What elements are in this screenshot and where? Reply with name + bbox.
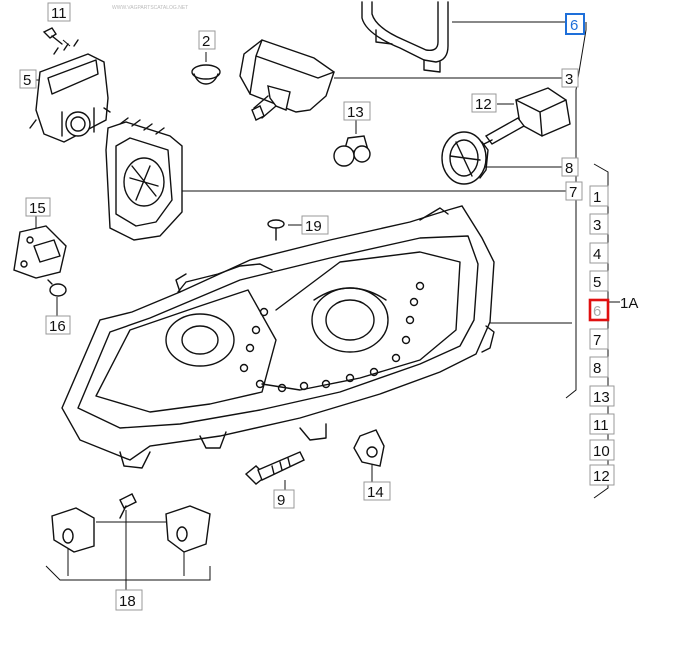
group-list-item-box xyxy=(589,270,609,292)
group-list-item[interactable]: 6 xyxy=(588,298,610,322)
part-13-bulb xyxy=(333,135,371,167)
group-list-item[interactable]: 7 xyxy=(589,328,609,350)
callout-13-label: 13 xyxy=(347,104,364,121)
group-label-1a: 1A xyxy=(620,295,638,312)
part-7-cap xyxy=(105,117,183,241)
group-list-item[interactable]: 1 xyxy=(589,185,609,207)
group-list-item-label: 5 xyxy=(593,274,601,291)
callout-12-label: 12 xyxy=(475,96,492,113)
group-list-item-box xyxy=(589,185,609,207)
group-list-item-label: 8 xyxy=(593,360,601,377)
group-list-item-label: 11 xyxy=(593,417,609,434)
callout-2[interactable]: 2 xyxy=(198,30,216,50)
callout-16-label: 16 xyxy=(49,318,66,335)
group-list-item-box xyxy=(588,298,610,322)
part-5-control-unit xyxy=(29,39,111,143)
part-16-screw xyxy=(47,279,67,297)
group-list-item[interactable]: 12 xyxy=(589,464,615,486)
callout-3[interactable]: 3 xyxy=(561,68,579,88)
group-list-item-box xyxy=(589,385,615,407)
callout-11-label: 11 xyxy=(51,5,67,22)
group-list-item-box xyxy=(589,464,615,486)
callout-14[interactable]: 14 xyxy=(363,481,391,501)
group-list-item-label: 10 xyxy=(593,443,610,460)
callout-18-label: 18 xyxy=(119,593,136,610)
part-9-bolt xyxy=(244,451,305,485)
callout-8[interactable]: 8 xyxy=(561,157,579,177)
callout-19[interactable]: 19 xyxy=(301,215,329,235)
callout-6-top[interactable]: 6 xyxy=(565,13,585,35)
group-list-item-box xyxy=(589,356,609,378)
callout-2-label: 2 xyxy=(202,33,210,50)
callout-8-label: 8 xyxy=(565,160,573,177)
callout-7-label: 7 xyxy=(569,184,577,201)
callout-16[interactable]: 16 xyxy=(45,315,71,335)
group-list-item-box xyxy=(589,328,609,350)
part-11-screw xyxy=(42,27,63,45)
part-18-repair-kit xyxy=(51,493,211,553)
callout-18[interactable]: 18 xyxy=(115,589,143,611)
group-list-item[interactable]: 11 xyxy=(589,413,615,435)
callout-13[interactable]: 13 xyxy=(343,101,371,121)
group-list-item-box xyxy=(589,439,615,461)
part-12-xenon-bulb xyxy=(483,87,571,145)
callout-11[interactable]: 11 xyxy=(47,2,71,22)
part-14-clip xyxy=(353,429,385,467)
group-list-item[interactable]: 8 xyxy=(589,356,609,378)
part-19-screw xyxy=(267,219,285,241)
group-list-item-box xyxy=(589,413,615,435)
part-8-ring xyxy=(441,131,489,185)
group-list-item[interactable]: 13 xyxy=(589,385,615,407)
callout-3-label: 3 xyxy=(565,71,573,88)
callout-15[interactable]: 15 xyxy=(25,197,51,217)
callout-7[interactable]: 7 xyxy=(565,181,583,201)
part-2-cap xyxy=(191,64,221,85)
callout-5-label: 5 xyxy=(23,72,31,89)
group-list-item[interactable]: 5 xyxy=(589,270,609,292)
group-list-item-label: 3 xyxy=(593,217,601,234)
callout-9-label: 9 xyxy=(277,492,285,509)
group-list-item[interactable]: 4 xyxy=(589,242,609,264)
group-list-item-label: 4 xyxy=(593,246,601,263)
group-list-item-box xyxy=(589,213,609,235)
callout-5[interactable]: 5 xyxy=(19,69,37,89)
callout-14-label: 14 xyxy=(367,484,384,501)
group-list-item-label: 12 xyxy=(593,468,610,485)
callout-9[interactable]: 9 xyxy=(273,489,295,509)
part-15-bracket xyxy=(13,225,67,279)
callout-12[interactable]: 12 xyxy=(471,93,497,113)
part-3-motor xyxy=(239,39,335,121)
callout-6-top-label: 6 xyxy=(570,17,578,34)
group-list-item-label: 1 xyxy=(593,189,601,206)
group-list-item-box xyxy=(589,242,609,264)
part-6-gasket xyxy=(361,1,449,73)
callout-19-label: 19 xyxy=(305,218,322,235)
group-list-item-label: 13 xyxy=(593,389,610,406)
group-list-item[interactable]: 3 xyxy=(589,213,609,235)
callout-15-label: 15 xyxy=(29,200,46,217)
part-1-headlight xyxy=(61,205,495,469)
watermark-text: WWW.VAGPARTSCATALOG.NET xyxy=(112,5,188,11)
group-list-item-label: 7 xyxy=(593,332,601,349)
group-list-item[interactable]: 10 xyxy=(589,439,615,461)
group-list-item-label: 6 xyxy=(593,303,601,320)
